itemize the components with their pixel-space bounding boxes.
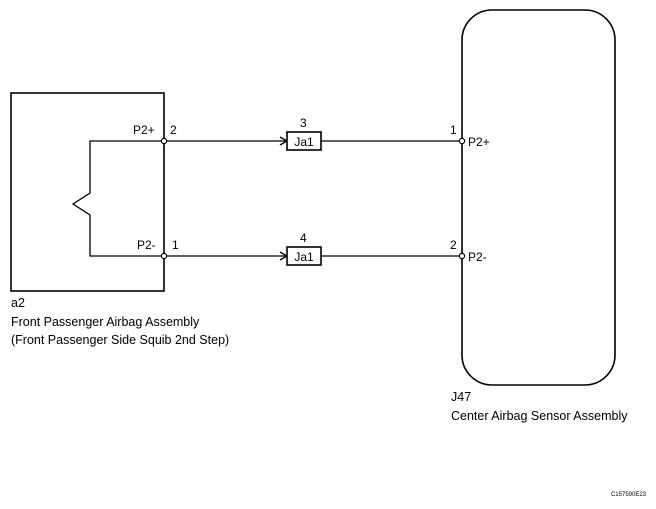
left-pin-top-number: 2 bbox=[170, 123, 177, 137]
wire-p2-plus bbox=[160, 136, 466, 146]
left-component-code: a2 bbox=[11, 296, 25, 310]
right-pin-bottom-label: P2- bbox=[468, 250, 487, 264]
connector-bottom-number: 4 bbox=[300, 231, 307, 245]
connector-top-number: 3 bbox=[300, 116, 307, 130]
sensor-assembly-box bbox=[461, 9, 616, 386]
terminal-dot bbox=[458, 137, 466, 145]
left-pin-top-label: P2+ bbox=[133, 123, 155, 137]
center-airbag-sensor-assembly: 1 P2+ 2 P2- bbox=[450, 9, 616, 386]
terminal-dot bbox=[160, 137, 168, 145]
right-pin-top-number: 1 bbox=[450, 123, 457, 137]
terminal-dot bbox=[458, 252, 466, 260]
left-component-description: (Front Passenger Side Squib 2nd Step) bbox=[11, 333, 229, 347]
right-component-code: J47 bbox=[451, 390, 471, 404]
front-passenger-airbag-assembly: P2+ 2 P2- 1 bbox=[10, 92, 179, 292]
left-pin-bottom-label: P2- bbox=[137, 238, 156, 252]
right-component-name: Center Airbag Sensor Assembly bbox=[451, 409, 628, 423]
squib-symbol bbox=[71, 140, 164, 257]
right-pin-top-label: P2+ bbox=[468, 135, 490, 149]
left-pin-bottom-number: 1 bbox=[172, 238, 179, 252]
airbag-assembly-box bbox=[10, 92, 165, 292]
junction-connector-bottom: Ja1 4 bbox=[286, 231, 322, 266]
left-component-name: Front Passenger Airbag Assembly bbox=[11, 315, 200, 329]
right-pin-bottom-number: 2 bbox=[450, 238, 457, 252]
junction-connector-top: Ja1 3 bbox=[286, 116, 322, 151]
terminal-dot bbox=[160, 252, 168, 260]
connector-top-label: Ja1 bbox=[294, 135, 314, 149]
connector-bottom-label: Ja1 bbox=[294, 250, 314, 264]
figure-id: C157590E23 bbox=[611, 492, 647, 498]
